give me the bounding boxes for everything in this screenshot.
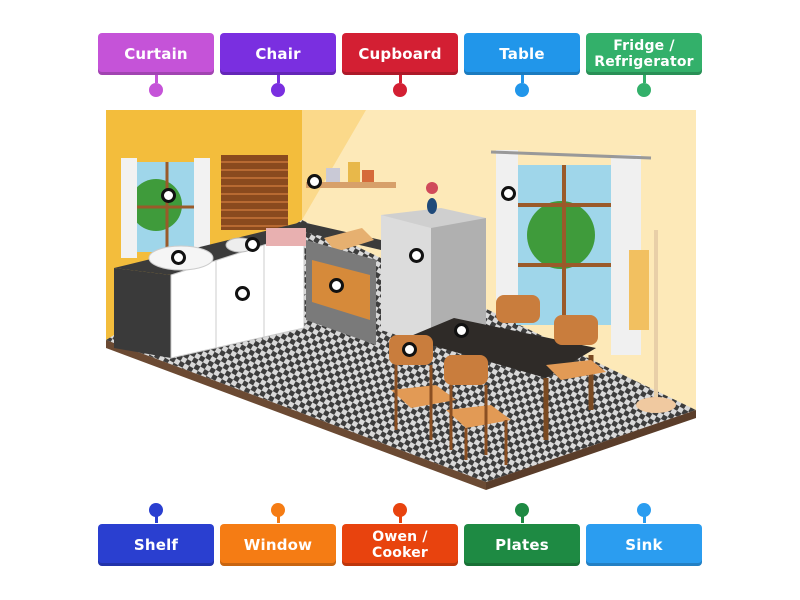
label-curtain[interactable]: Curtain: [98, 33, 214, 75]
hotspot-fridge[interactable]: [409, 248, 424, 263]
label-text: Plates: [495, 535, 549, 554]
label-pin[interactable]: [271, 83, 285, 97]
hotspot-oven[interactable]: [329, 278, 344, 293]
label-pin[interactable]: [393, 503, 407, 517]
kitchen-scene-svg: [106, 110, 696, 490]
label-text: Chair: [255, 44, 301, 63]
label-pin[interactable]: [515, 83, 529, 97]
connector-stem: [399, 75, 402, 83]
label-text: Curtain: [124, 44, 188, 63]
hotspot-curtain[interactable]: [501, 186, 516, 201]
label-pin[interactable]: [271, 503, 285, 517]
label-cupboard[interactable]: Cupboard: [342, 33, 458, 75]
label-sink[interactable]: Sink: [586, 524, 702, 566]
hotspot-plates[interactable]: [245, 237, 260, 252]
kitchen-illustration: [106, 110, 696, 490]
label-chair[interactable]: Chair: [220, 33, 336, 75]
label-pin[interactable]: [149, 83, 163, 97]
hotspot-sink[interactable]: [171, 250, 186, 265]
label-text-line1: Owen /: [372, 529, 428, 545]
label-text-line1: Fridge /: [613, 38, 675, 54]
label-plates[interactable]: Plates: [464, 524, 580, 566]
hotspot-table[interactable]: [454, 323, 469, 338]
label-window[interactable]: Window: [220, 524, 336, 566]
connector-stem: [155, 75, 158, 83]
label-pin[interactable]: [393, 83, 407, 97]
label-pin[interactable]: [149, 503, 163, 517]
label-text: Sink: [625, 535, 663, 554]
connector-stem: [277, 515, 280, 523]
hotspot-shelf[interactable]: [307, 174, 322, 189]
connector-stem: [521, 75, 524, 83]
label-oven-cooker[interactable]: Owen /Cooker: [342, 524, 458, 566]
connector-stem: [399, 515, 402, 523]
connector-stem: [155, 515, 158, 523]
label-pin[interactable]: [637, 83, 651, 97]
label-text: Cupboard: [358, 44, 442, 63]
hotspot-window[interactable]: [161, 188, 176, 203]
label-text-line2: Refrigerator: [594, 54, 694, 70]
label-fridge[interactable]: Fridge /Refrigerator: [586, 33, 702, 75]
label-text-line2: Cooker: [371, 545, 429, 561]
connector-stem: [277, 75, 280, 83]
label-text: Table: [499, 44, 545, 63]
hotspot-cupboard[interactable]: [235, 286, 250, 301]
label-text: Window: [243, 535, 313, 554]
connector-stem: [643, 515, 646, 523]
label-text: Shelf: [133, 535, 179, 554]
connector-stem: [643, 75, 646, 83]
label-pin[interactable]: [515, 503, 529, 517]
label-shelf[interactable]: Shelf: [98, 524, 214, 566]
hotspot-chair[interactable]: [402, 342, 417, 357]
label-pin[interactable]: [637, 503, 651, 517]
label-table[interactable]: Table: [464, 33, 580, 75]
connector-stem: [521, 515, 524, 523]
